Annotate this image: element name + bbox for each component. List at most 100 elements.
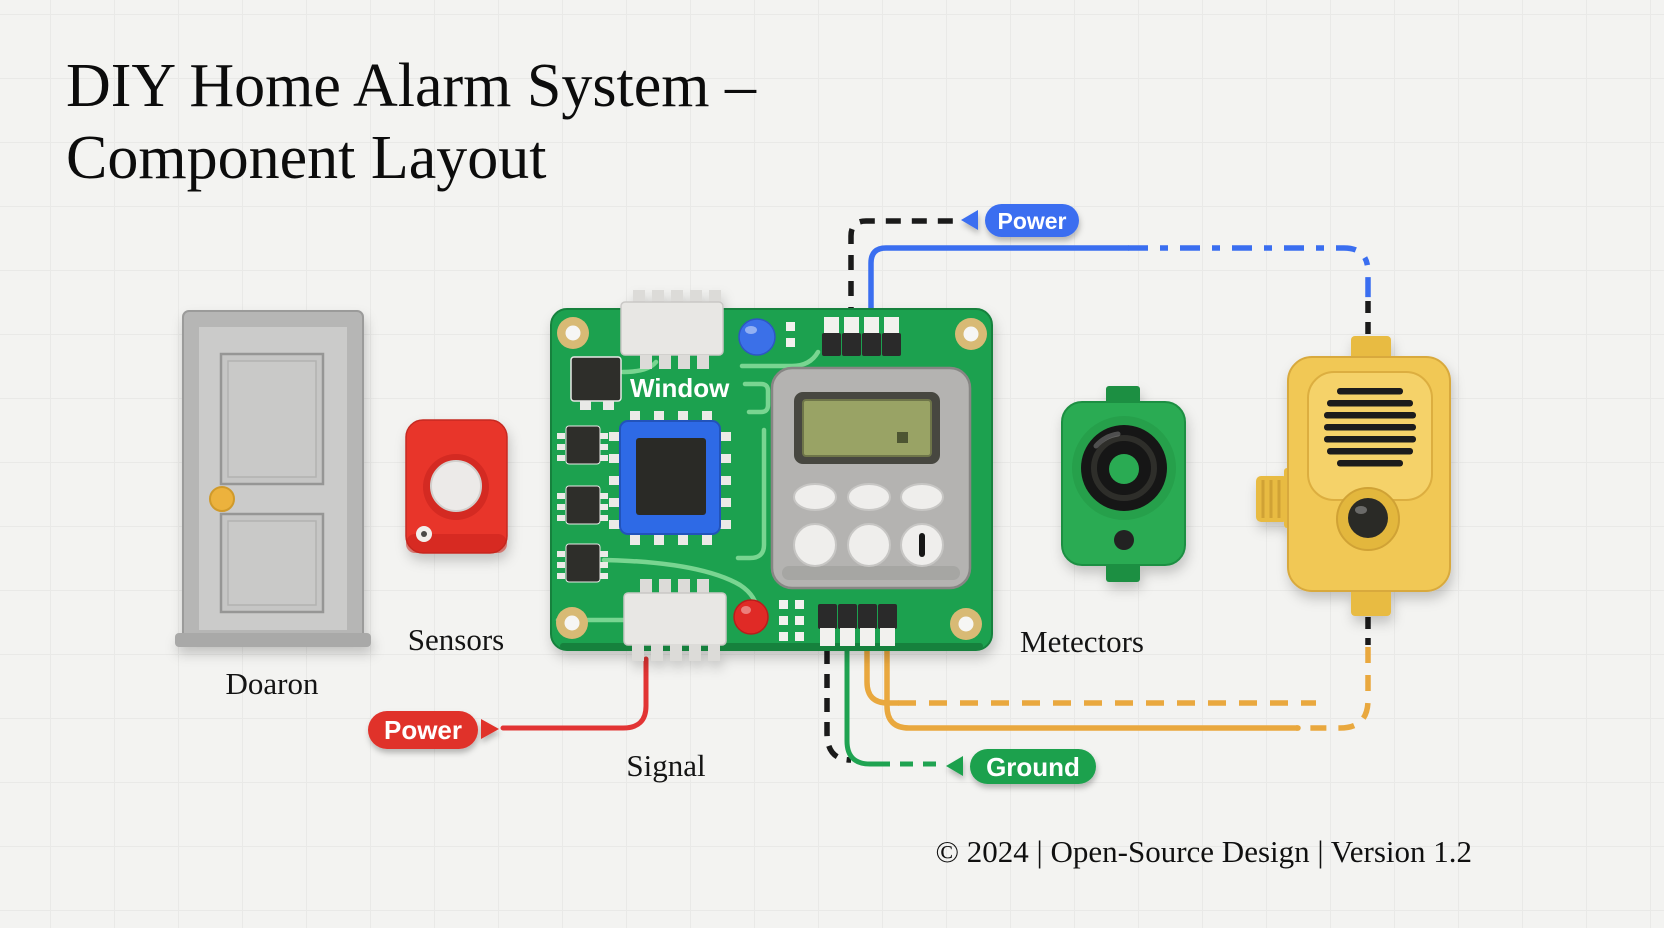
- keypad-button: [900, 483, 944, 511]
- mcu-pin: [719, 498, 731, 507]
- pin: [882, 333, 901, 356]
- solder-pad: [779, 600, 788, 609]
- pin-pad: [860, 628, 875, 646]
- siren: [1256, 336, 1451, 616]
- power-badge-top: Power: [961, 204, 1079, 237]
- keypad-button: [793, 483, 837, 511]
- mcu-pin: [654, 411, 664, 423]
- solder-pad: [779, 616, 788, 625]
- status-led-red: [733, 599, 769, 635]
- sensor-body-shade: [406, 534, 507, 553]
- pin: [818, 604, 837, 629]
- mcu-pin: [609, 476, 621, 485]
- ground-badge-pill: [970, 749, 1096, 784]
- connector-tooth: [651, 644, 663, 661]
- pcb-trace: [620, 359, 659, 375]
- power-bar-icon: [919, 533, 925, 557]
- solder-pad: [779, 632, 788, 641]
- mcu-pin: [630, 411, 640, 423]
- sensor-button: [430, 460, 482, 512]
- pin-pad: [884, 317, 899, 335]
- mcu-chip: [636, 438, 706, 515]
- pin: [838, 604, 857, 629]
- keypad-module: [770, 366, 972, 590]
- chip-pad: [600, 433, 608, 439]
- wire-power-red: [500, 656, 649, 731]
- wires: [500, 218, 1371, 767]
- solder-pad: [786, 322, 795, 331]
- chip-body: [565, 543, 601, 583]
- power-badge-bottom: Power: [368, 711, 499, 749]
- mcu-pin: [609, 520, 621, 529]
- solder-pad-grid: [779, 600, 804, 641]
- siren-tab-top: [1351, 336, 1391, 362]
- lcd-screen: [802, 399, 932, 457]
- connector-top: [620, 290, 724, 369]
- power-badge-bottom-label: Power: [384, 715, 462, 745]
- connector-tooth: [708, 644, 720, 661]
- grille-line: [1327, 448, 1413, 455]
- wire-orange-lower-solid: [884, 647, 1301, 731]
- grille-line: [1324, 424, 1416, 431]
- mcu-module: [609, 411, 731, 545]
- connector-tooth: [640, 579, 652, 595]
- door-label: Doaron: [226, 666, 319, 701]
- pin: [878, 604, 897, 629]
- mcu-pin: [702, 533, 712, 545]
- chip-body: [565, 485, 601, 525]
- lcd-cursor: [897, 432, 908, 443]
- solder-pad: [795, 616, 804, 625]
- ground-arrow: [946, 756, 963, 776]
- pin-pad: [864, 317, 879, 335]
- pcb-trace: [739, 349, 821, 369]
- connector-tooth: [697, 579, 709, 595]
- motion-detector: [1061, 386, 1186, 582]
- lens-highlight: [1093, 431, 1121, 449]
- connector-tooth: [697, 355, 709, 369]
- connector-tooth: [678, 355, 690, 369]
- left-components: [557, 425, 608, 583]
- mounting-hole-center: [963, 326, 979, 342]
- door-panel-bottom-inner: [227, 520, 317, 606]
- board-silkscreen-window-label: Window: [630, 373, 730, 403]
- title-line-2: Component Layout: [66, 124, 546, 192]
- chip-pad: [600, 573, 608, 579]
- chip-pad: [557, 444, 565, 450]
- connector-tooth: [640, 355, 652, 369]
- solder-pad: [795, 632, 804, 641]
- pin: [862, 333, 881, 356]
- power-badge-top-label: Power: [997, 208, 1066, 234]
- component-labels: Doaron Sensors Signal Metectors: [226, 622, 1144, 783]
- component-chip: [557, 543, 608, 583]
- component-chip: [557, 425, 608, 465]
- solder-pad: [795, 600, 804, 609]
- power-arrow-bottom: [481, 719, 499, 739]
- pin: [842, 333, 861, 356]
- mcu-pin: [719, 432, 731, 441]
- led-highlight: [745, 326, 757, 334]
- chip-pad: [557, 493, 565, 499]
- wire-power-blue-solid: [868, 245, 1131, 325]
- chip-pad: [600, 551, 608, 557]
- wire-orange-upper-solid: [864, 647, 901, 706]
- door-knob: [209, 486, 235, 512]
- wire-ground-black-dashed: [824, 650, 852, 763]
- chip-pad: [600, 562, 608, 568]
- siren-tab-bottom: [1351, 588, 1391, 616]
- ic-leg: [603, 401, 614, 410]
- connector-bottom: [623, 579, 727, 661]
- chip-pad: [557, 504, 565, 510]
- mcu-pin: [678, 411, 688, 423]
- wire-ground-green-solid: [844, 647, 880, 767]
- pin-header-top: [822, 317, 901, 356]
- grille-line: [1327, 400, 1413, 407]
- siren-button: [1348, 498, 1388, 538]
- pin-pad: [840, 628, 855, 646]
- chip-pad: [600, 504, 608, 510]
- chip-pad: [600, 515, 608, 521]
- mounting-holes: [556, 317, 987, 640]
- component-chip: [557, 485, 608, 525]
- connector-tooth: [632, 644, 644, 661]
